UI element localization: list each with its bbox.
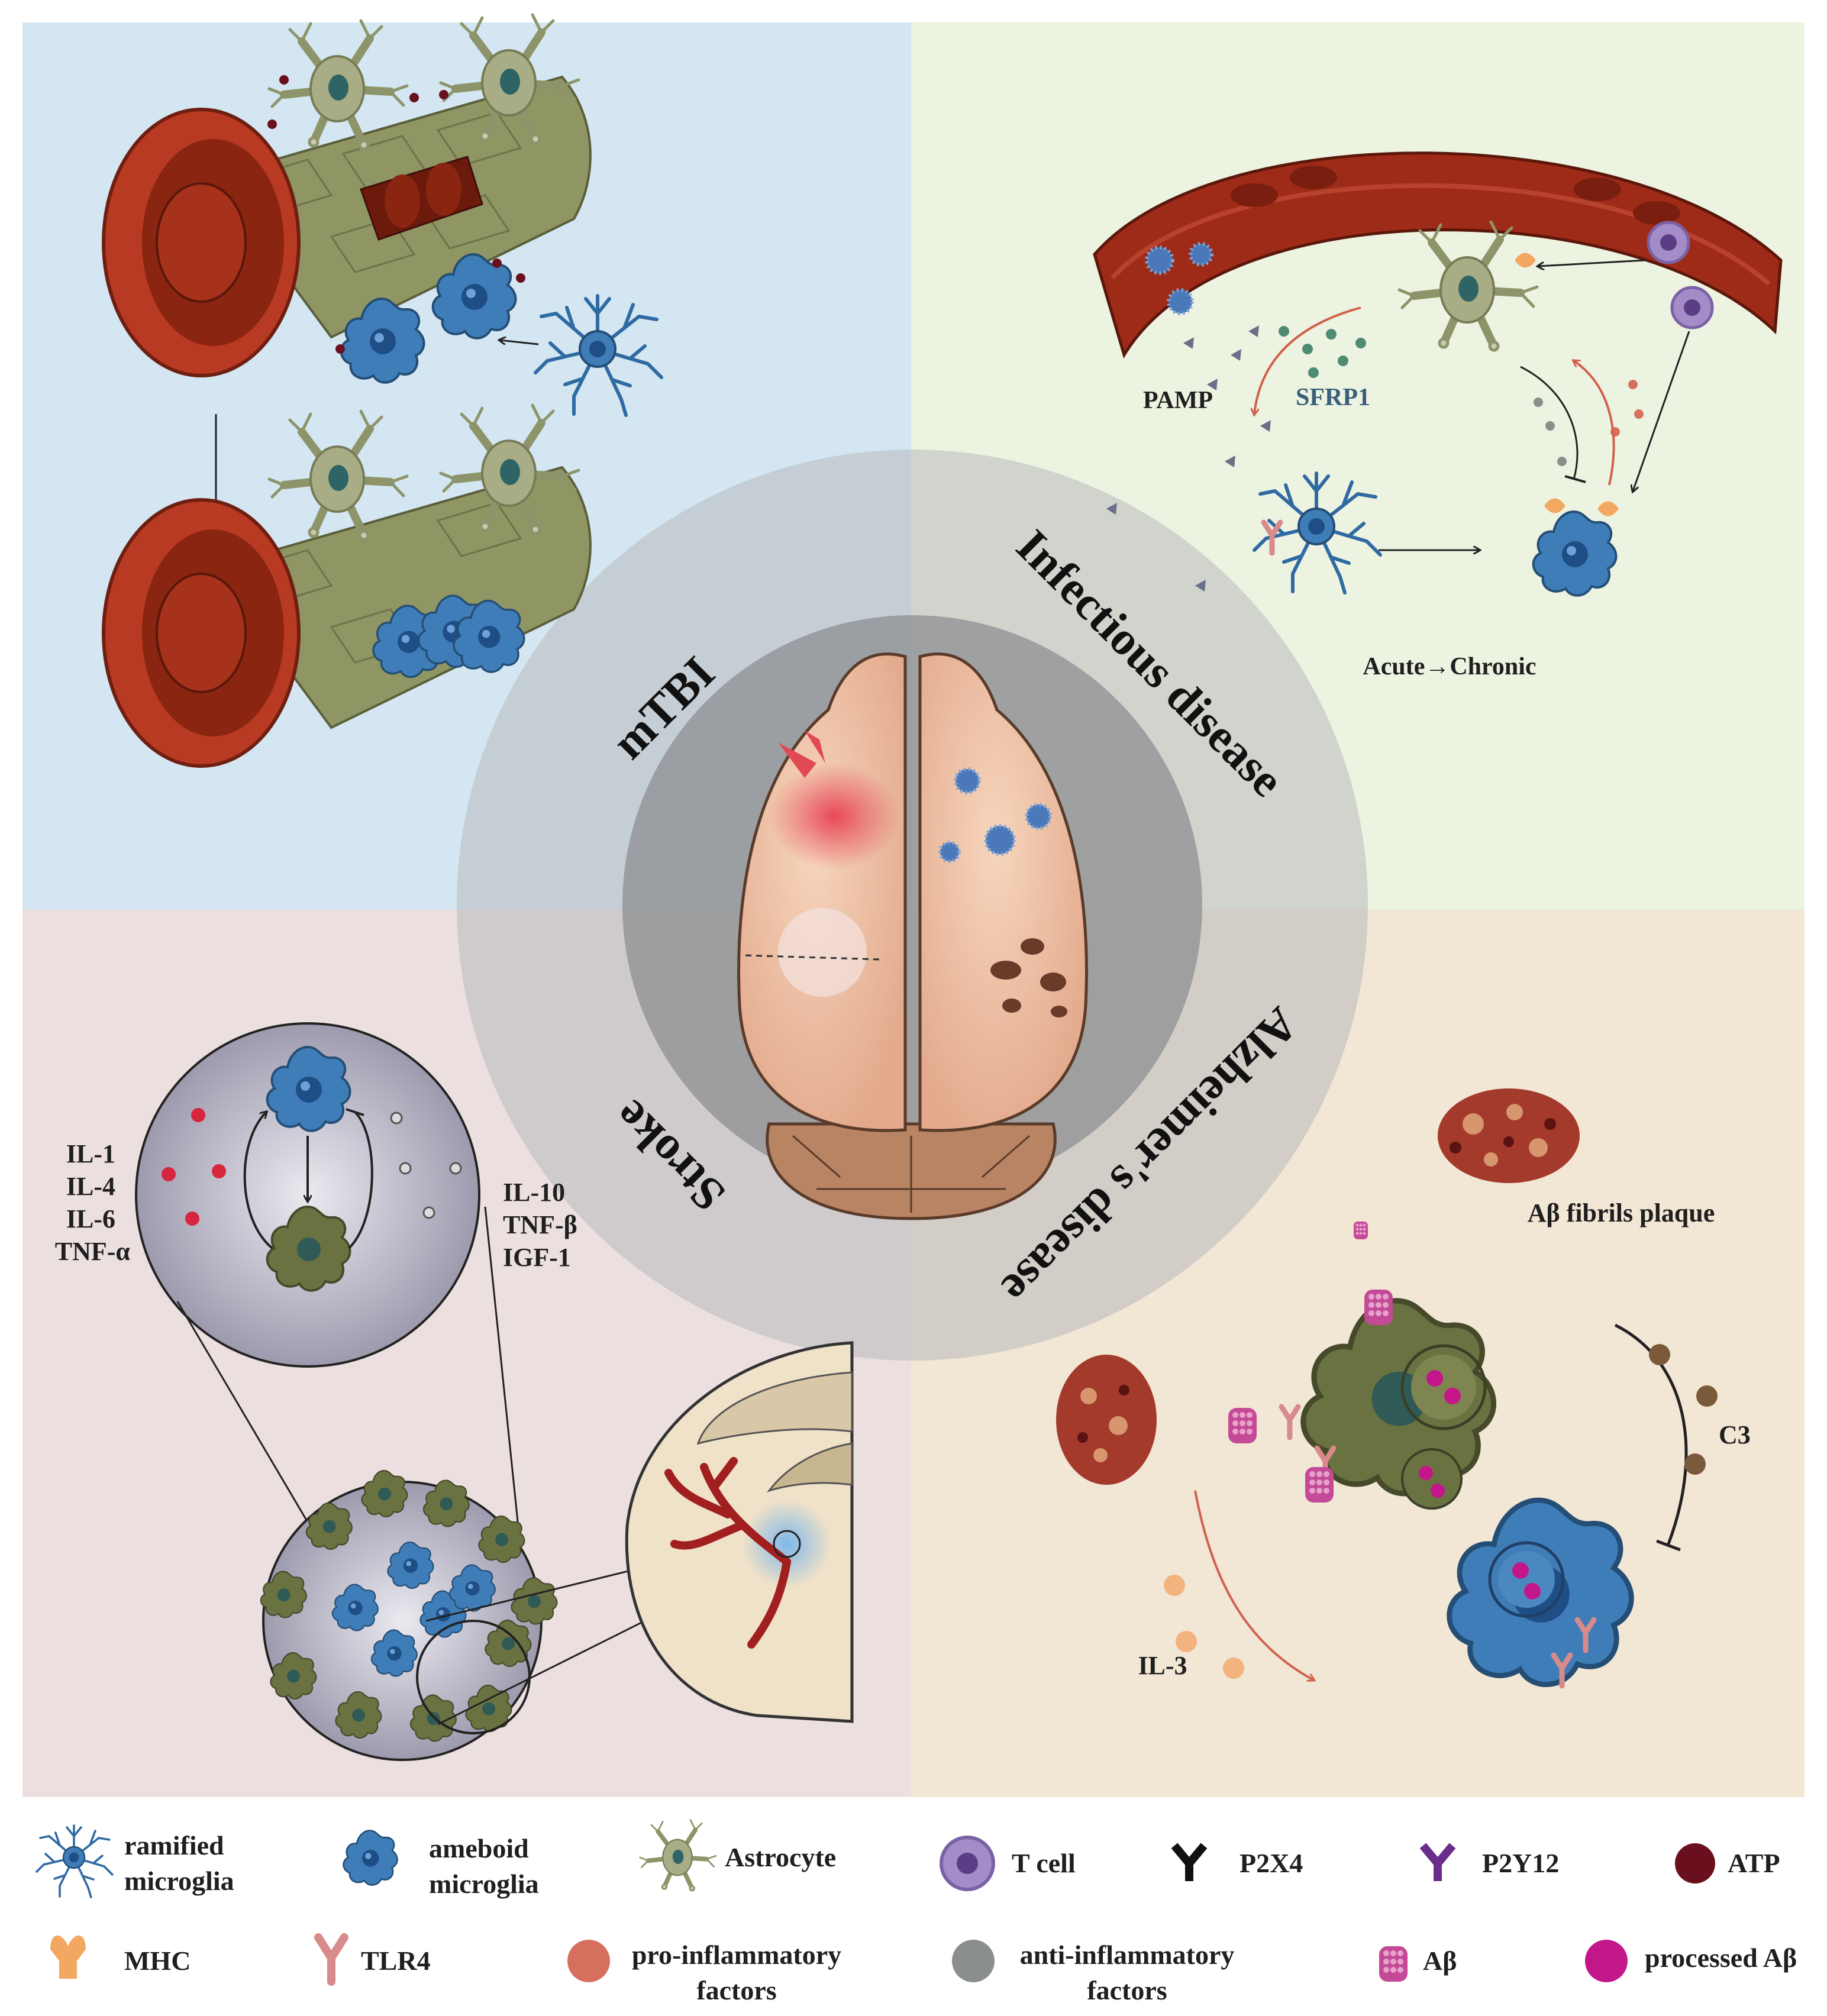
processed-amyloid-beta-icon: [1585, 1940, 1628, 1982]
il-3-label: IL-3: [1138, 1651, 1187, 1680]
astrocyte-icon: [640, 1820, 716, 1891]
legend-item-tlr4: TLR4: [314, 1933, 431, 1986]
abeta-fibril-3: [1305, 1467, 1334, 1503]
infectious-vessel: [1093, 151, 1783, 359]
legend-item-p2y12: P2Y12: [1419, 1843, 1559, 1881]
c3-label: C3: [1719, 1420, 1751, 1449]
legend-label-mhc: MHC: [124, 1946, 191, 1976]
mouse-brain-illustration: [737, 652, 1088, 1220]
legend-item-mhc: MHC: [50, 1935, 191, 1979]
legend-label-ramified-line1: ramified: [124, 1830, 224, 1860]
pamp-triangles: [1106, 325, 1271, 592]
stroke-lesion: [778, 908, 867, 997]
legend-label-pro-line2: factors: [696, 1975, 776, 2005]
stroke-pro-factors: [162, 1108, 226, 1226]
legend: ramified microglia ameboid microglia Ast…: [35, 1820, 1797, 2005]
tnf-alpha-label: TNF-α: [55, 1237, 131, 1266]
coronal-brain-section: [625, 1341, 854, 1723]
legend-label-pro-line1: pro-inflammatory: [632, 1940, 841, 1970]
abeta-fibril-1: [1364, 1290, 1393, 1325]
igf-1-label: IGF-1: [503, 1243, 571, 1272]
pamp-label: PAMP: [1143, 387, 1213, 414]
c3-dots: [1649, 1344, 1718, 1475]
legend-label-processed-abeta: processed Aβ: [1645, 1943, 1797, 1973]
legend-item-processed-abeta: processed Aβ: [1585, 1940, 1797, 1982]
stroke-anti-factor-list: IL-10 TNF-β IGF-1: [503, 1178, 577, 1272]
legend-label-p2y12: P2Y12: [1482, 1848, 1559, 1878]
legend-label-ameboid-line1: ameboid: [429, 1833, 529, 1863]
mtbi-atp-dots: [267, 75, 525, 354]
stroke-anti-factors: [390, 1112, 462, 1219]
legend-item-anti-inflammatory: anti-inflammatory factors: [952, 1940, 1234, 2005]
legend-label-anti-line2: factors: [1087, 1975, 1167, 2005]
tnf-beta-label: TNF-β: [503, 1210, 577, 1239]
legend-item-atp: ATP: [1675, 1843, 1780, 1883]
abeta-plaque-top: [1438, 1088, 1580, 1183]
legend-label-p2x4: P2X4: [1239, 1848, 1303, 1878]
stroke-pro-factor-list: IL-1 IL-4 IL-6 TNF-α: [55, 1139, 131, 1266]
legend-item-ramified-microglia: ramified microglia: [35, 1824, 234, 1898]
abeta-fibril-4: [1354, 1222, 1368, 1239]
brain-lesions: [990, 938, 1067, 1017]
p2y12-receptor-icon: [1419, 1843, 1456, 1881]
legend-item-p2x4: P2X4: [1171, 1843, 1303, 1881]
amyloid-beta-icon: [1379, 1946, 1408, 1982]
p2x4-receptor-icon: [1171, 1843, 1208, 1881]
mtbi-vessel-bottom: [102, 466, 592, 768]
inner-ring: [622, 615, 1202, 1195]
legend-item-ameboid-microglia: ameboid microglia: [343, 1830, 539, 1899]
ameboid-microglia-icon: [343, 1830, 398, 1886]
mhc-icon: [50, 1935, 86, 1979]
legend-item-t-cell: T cell: [940, 1836, 1076, 1891]
infectious-anti-factors: [1534, 398, 1567, 466]
abeta-fibril-2: [1228, 1408, 1257, 1443]
legend-item-astrocyte: Astrocyte: [640, 1820, 836, 1891]
il-3-dots: [1164, 1575, 1244, 1679]
pro-inflammatory-factor-icon: [567, 1940, 610, 1982]
legend-label-abeta: Aβ: [1423, 1946, 1457, 1976]
legend-label-atp: ATP: [1728, 1848, 1780, 1878]
il-6-label: IL-6: [66, 1204, 115, 1233]
legend-label-anti-line1: anti-inflammatory: [1020, 1940, 1235, 1970]
anti-inflammatory-factor-icon: [952, 1940, 995, 1982]
abeta-plaque-label: Aβ fibrils plaque: [1528, 1198, 1715, 1227]
legend-item-abeta: Aβ: [1379, 1946, 1457, 1982]
legend-label-tlr4: TLR4: [361, 1946, 431, 1976]
mtbi-vessel-top: [102, 75, 592, 377]
tlr4-receptor-icon: [314, 1933, 348, 1986]
brain-pathogens: [938, 767, 1052, 863]
injury-site: [769, 763, 899, 870]
ramified-microglia-icon: [35, 1824, 114, 1898]
legend-label-ameboid-line2: microglia: [429, 1869, 539, 1899]
il-10-label: IL-10: [503, 1178, 565, 1207]
legend-label-ramified-line2: microglia: [124, 1866, 234, 1896]
legend-item-pro-inflammatory: pro-inflammatory factors: [567, 1940, 841, 2005]
sfrp1-dots: [1279, 326, 1366, 378]
sfrp1-label: SFRP1: [1296, 384, 1370, 411]
infectious-pathogens: [1145, 242, 1213, 315]
atp-icon: [1675, 1843, 1715, 1883]
infectious-t-cells: [1647, 221, 1714, 329]
legend-label-t-cell: T cell: [1012, 1848, 1076, 1878]
abeta-plaque-left: [1056, 1355, 1157, 1485]
il-4-label: IL-4: [66, 1172, 115, 1201]
il-1-label: IL-1: [66, 1139, 115, 1168]
legend-label-astrocyte: Astrocyte: [725, 1842, 836, 1872]
acute-chronic-label: Acute→Chronic: [1363, 653, 1536, 680]
t-cell-icon: [940, 1836, 995, 1891]
